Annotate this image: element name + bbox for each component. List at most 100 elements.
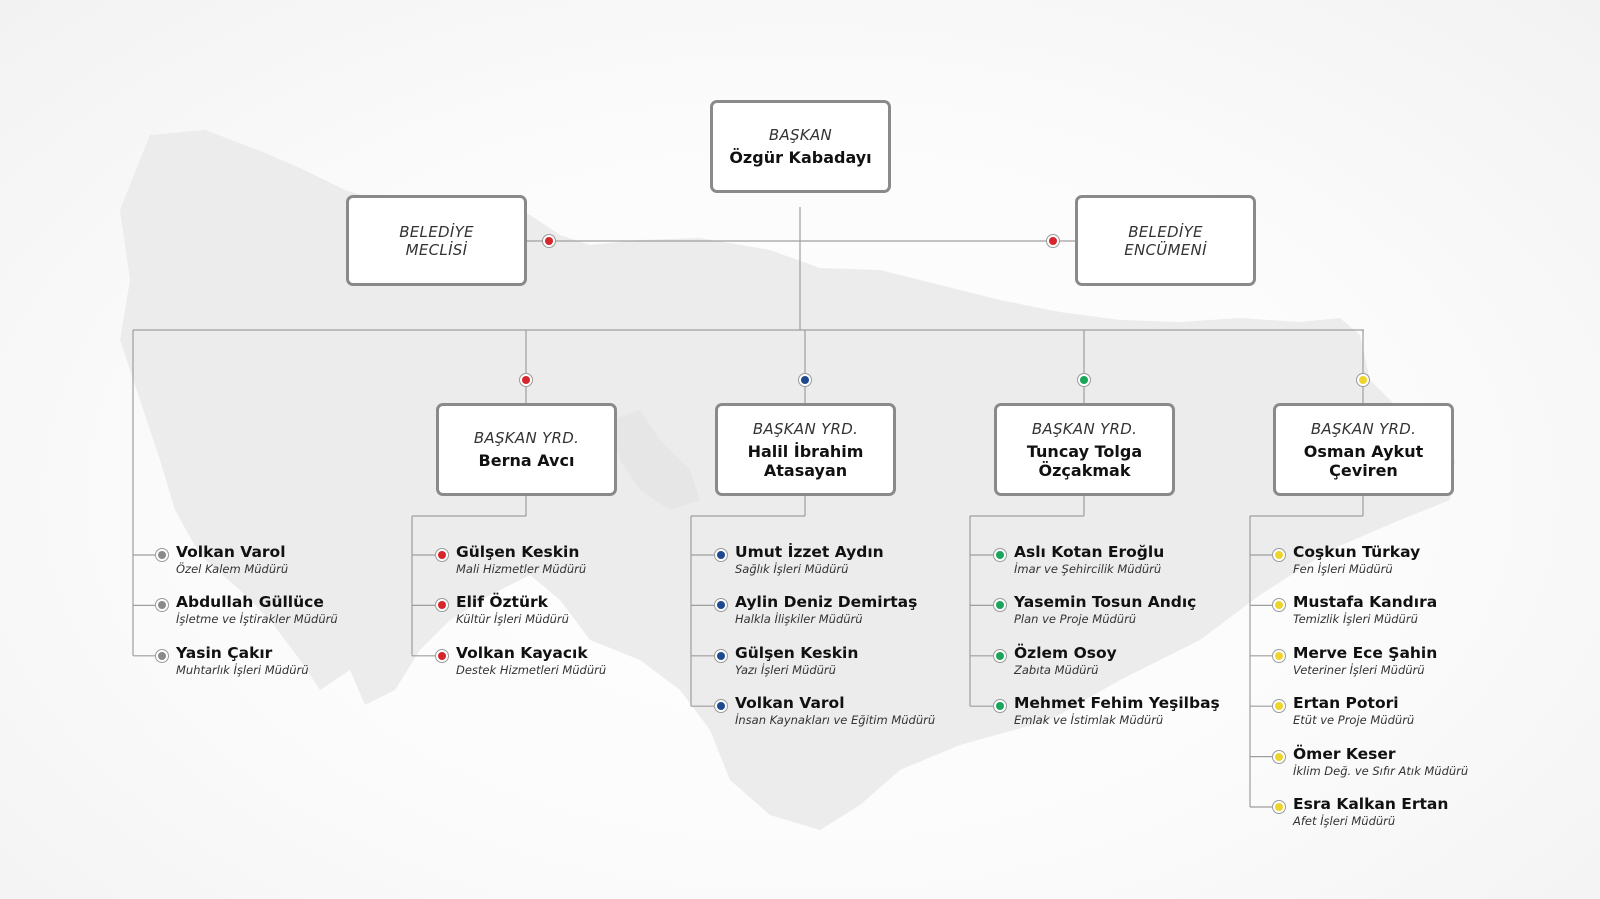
connector-dot-core [717,702,725,711]
deputy-dot-green [1077,373,1091,387]
entry-dot-blue [714,648,728,663]
connector-dot-core [545,237,553,245]
department-title: Mali Hizmetler Müdürü [456,562,587,576]
connector-dot-core [1275,803,1283,811]
department-title: Emlak ve İstimlak Müdürü [1014,713,1164,728]
person-name: Volkan Kayacık [456,643,588,662]
person-name: Coşkun Türkay [1293,543,1421,561]
connector-dot-core [1359,376,1367,384]
committee-box[interactable]: BELEDİYE ENCÜMENİ [1075,195,1256,286]
entry-dot-yellow [1272,800,1286,814]
connector-dot-core [158,601,166,610]
department-title: Sağlık İşleri Müdürü [735,562,849,576]
department-title: Yazı İşleri Müdürü [735,662,836,677]
entry-dot-green [993,598,1007,613]
president-role: BAŞKAN [768,126,833,144]
person-name: Merve Ece Şahin [1293,643,1438,662]
department-title: Özel Kalem Müdürü [176,562,289,576]
entry-dot-red [435,648,449,663]
entry-dot-red [435,548,449,562]
entry-dot-blue [714,598,728,613]
person-name: Özlem Osoy [1014,643,1117,662]
department-title: Veteriner İşleri Müdürü [1293,662,1425,677]
deputy-box-blue[interactable]: BAŞKAN YRD. Halil İbrahim Atasayan [715,403,896,496]
entry-dot-blue [714,699,728,714]
deputy-dot-yellow [1356,373,1370,387]
connector-dot-core [1275,551,1283,559]
department-title: Zabıta Müdürü [1014,662,1099,677]
region-map-bay [610,410,700,510]
deputy-role: BAŞKAN YRD. [473,429,580,447]
person-name: Aylin Deniz Demirtaş [735,593,918,612]
department-title: Muhtarlık İşleri Müdürü [176,662,309,677]
entry-dot-yellow [1272,598,1286,613]
person-name: Yasemin Tosun Andıç [1014,593,1197,612]
council-box[interactable]: BELEDİYE MECLİSİ [346,195,527,286]
connector-dot-core [717,601,725,610]
person-name: Yasin Çakır [176,643,273,662]
entry-dot-green [993,648,1007,663]
department-title: İklim Değ. ve Sıfır Atık Müdürü [1293,763,1469,778]
president-box[interactable]: BAŞKAN Özgür Kabadayı [710,100,891,193]
person-name: Esra Kalkan Ertan [1293,795,1449,813]
deputy-name: Berna Avcı [478,451,575,470]
department-title: İmar ve Şehircilik Müdürü [1014,562,1162,576]
entry-dot-gray [155,548,169,562]
person-name: Volkan Varol [176,543,286,561]
person-name: Ömer Keser [1293,744,1396,763]
connector-dot-core [522,376,530,384]
person-name: Gülşen Keskin [735,643,859,662]
entry-dot-green [993,548,1007,562]
connector-dot-core [1275,752,1283,761]
connector-dot-core [996,601,1004,610]
person-name: Mustafa Kandıra [1293,593,1438,612]
connector-dot-core [717,651,725,660]
department-title: İşletme ve İştirakler Müdürü [176,612,338,627]
president-name: Özgür Kabadayı [729,148,872,167]
connector-dot-core [438,651,446,660]
connector-dot-core [438,601,446,610]
department-title: Kültür İşleri Müdürü [456,612,569,627]
deputy-name: Osman Aykut Çeviren [1303,441,1424,480]
deputy-box-red[interactable]: BAŞKAN YRD. Berna Avcı [436,403,617,496]
connector-dot-core [1275,601,1283,610]
entry-dot-green [993,699,1007,714]
connector-dot-core [1049,237,1057,245]
deputy-name: Halil İbrahim Atasayan [747,441,864,480]
department-title: Halkla İlişkiler Müdürü [735,612,863,627]
connector-dot-core [996,551,1004,559]
council-dot [542,234,556,248]
entry-dot-red [435,598,449,613]
deputy-box-yellow[interactable]: BAŞKAN YRD. Osman Aykut Çeviren [1273,403,1454,496]
deputy-name: Tuncay Tolga Özçakmak [1026,441,1143,480]
department-title: Fen İşleri Müdürü [1293,562,1393,576]
connector-dot-core [1275,702,1283,711]
connector-dot-core [1275,651,1283,660]
person-name: Elif Öztürk [456,593,548,612]
entry-dot-yellow [1272,699,1286,714]
person-name: Aslı Kotan Eroğlu [1014,543,1165,561]
entry-dot-gray [155,648,169,663]
connector-dot-core [996,702,1004,711]
entry-dot-blue [714,548,728,562]
person-name: Mehmet Fehim Yeşilbaş [1014,694,1220,713]
committee-dot [1046,234,1060,248]
person-name: Umut İzzet Aydın [735,543,884,561]
committee-role: BELEDİYE ENCÜMENİ [1124,222,1207,259]
connector-dot-core [1080,376,1088,384]
deputy-box-green[interactable]: BAŞKAN YRD. Tuncay Tolga Özçakmak [994,403,1175,496]
connector-dot-core [717,551,725,559]
